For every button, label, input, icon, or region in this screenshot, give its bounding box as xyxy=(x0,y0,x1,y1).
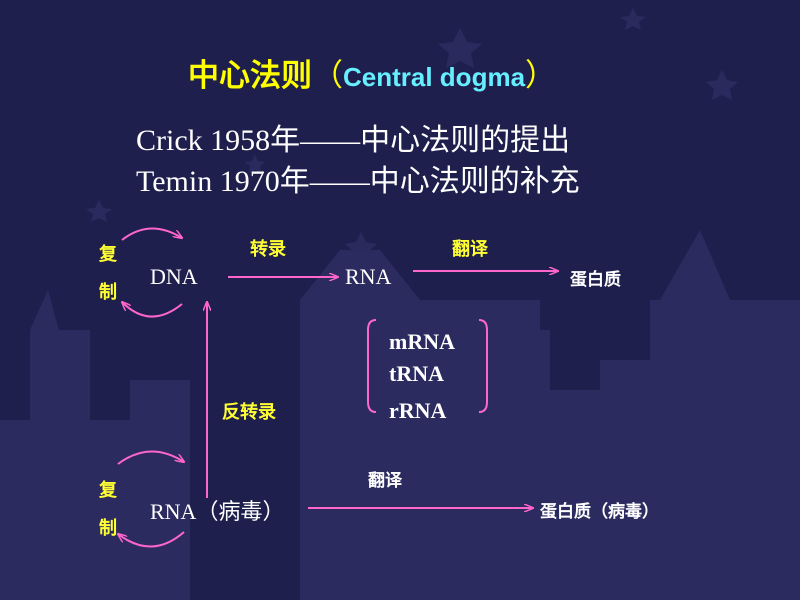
slide-title: 中心法则（Central dogma） xyxy=(188,50,556,95)
star-decorations xyxy=(86,8,738,262)
dna-node: DNA xyxy=(150,264,198,289)
title-paren-close: ） xyxy=(525,58,557,94)
protein-node: 蛋白质 xyxy=(570,270,621,290)
top-replication-char-2: 制 xyxy=(99,282,117,303)
bottom-replication-char-1: 复 xyxy=(99,480,117,501)
transcription-label: 转录 xyxy=(250,239,286,260)
bottom-replication-char-2: 制 xyxy=(99,518,117,539)
reverse-transcription-label: 反转录 xyxy=(222,402,276,423)
rna-type-rrna: rRNA xyxy=(389,398,447,423)
title-paren-open: （ xyxy=(312,58,343,94)
translation-label: 翻译 xyxy=(452,239,488,260)
top-replication-char-1: 复 xyxy=(99,244,117,265)
title-en: Central dogma xyxy=(343,62,526,92)
protein-virus-node: 蛋白质（病毒） xyxy=(540,502,659,522)
rna-node: RNA xyxy=(345,264,392,289)
history-line-temin: Temin 1970年——中心法则的补充 xyxy=(136,165,580,198)
history-line-crick: Crick 1958年——中心法则的提出 xyxy=(136,124,571,157)
rna-type-trna: tRNA xyxy=(389,361,444,386)
virus-translation-label: 翻译 xyxy=(368,471,402,491)
castle-silhouette xyxy=(0,230,800,600)
title-zh: 中心法则 xyxy=(188,58,312,94)
rna-virus-node: RNA（病毒） xyxy=(150,499,285,524)
rna-type-mrna: mRNA xyxy=(389,329,455,354)
